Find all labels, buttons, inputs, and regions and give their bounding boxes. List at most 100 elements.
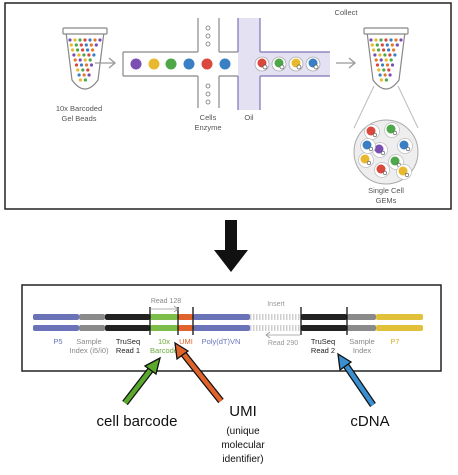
insert-hatch [295,314,297,320]
bead-dot [384,58,388,62]
bead-dot [375,43,379,47]
bead-dot [79,43,83,47]
insert-hatch [289,314,291,320]
cell-dot [205,33,211,39]
bead-dot [84,43,88,47]
bead-dot [374,58,378,62]
bead-dot [92,53,96,57]
gems-label-line1: Single Cell [368,186,404,195]
p5-label: P5 [53,337,62,346]
oil-label: Oil [244,113,254,122]
gems-label-line2: GEMs [376,196,397,205]
bead-dot [370,43,374,47]
insert-hatch [283,325,285,331]
insert-hatch [250,314,252,320]
zoom-gem-cell [368,146,374,152]
insert-label: Insert [267,301,285,308]
insert-hatch [280,325,282,331]
bead-dot [388,53,392,57]
read-strands [33,307,423,335]
bead-dot [89,63,94,67]
bead-dot [77,53,81,57]
bead-dot [378,73,382,77]
gel-bead [165,58,177,70]
zoom-gem-bead [360,154,370,164]
insert-hatch [286,314,288,320]
bead-dot [379,78,383,82]
bead-dot [383,53,387,57]
bead-dot [83,38,87,42]
cell-dot [205,25,211,31]
bead-dot [372,48,376,52]
sample-index-left-line1: Sample [76,337,101,346]
bead-dot [379,38,383,42]
polydt-label: Poly(dT)VN [202,337,241,346]
strand-segment [150,325,178,331]
bead-dot [71,48,75,52]
umi-arrow [174,341,224,404]
cells-label: Cells [200,113,217,122]
strand-segment [33,325,79,331]
zoom-gem-bead [362,140,372,150]
bead-dot [384,38,388,42]
gem-tube [353,27,419,129]
gem-cell [262,64,268,70]
gem-zoom-circle [353,119,419,185]
zoom-gem-cell [382,170,388,176]
umi-segment-label: UMI [179,337,193,346]
bead-dot [83,58,87,62]
zoom-gem-bead [399,140,409,150]
bead-dot [68,38,72,42]
bead-dot [387,68,391,72]
sample-index-right-line2: Index [353,346,372,355]
bead-dot [385,63,390,67]
insert-hatch [250,325,252,331]
cell-dot [205,83,211,89]
bead-dot [388,73,392,77]
bead-dot [88,58,92,62]
strand-segment [105,314,150,320]
zoom-gem-cell [405,146,411,152]
bead-dot [377,48,381,52]
gel-bead-tube [62,27,108,90]
flow-arrow-icon [95,57,117,69]
bead-dot [392,48,396,52]
bead-dot [387,48,391,52]
gem-cell [279,64,285,70]
bead-dot [73,38,77,42]
bead-dot [377,68,381,72]
insert-hatch [268,325,270,331]
gel-bead [130,58,142,70]
p7-label: P7 [390,337,399,346]
bead-dot [378,53,382,57]
bead-dot [379,58,383,62]
bead-dot [382,68,386,72]
bead-dot [383,73,387,77]
umi-desc-line1: (unique [226,426,260,437]
bead-dot [389,58,393,62]
read1-length-label: Read 128 [151,298,181,305]
bead-dot [78,38,82,42]
bead-dot [394,38,398,42]
zoom-gem-bead [398,166,408,176]
insert-hatch [277,325,279,331]
truseq-read1-line2: Read 1 [116,346,140,355]
bead-dot [395,43,399,47]
insert-hatch [268,314,270,320]
insert-hatch [292,325,294,331]
bead-dot [373,53,377,57]
bead-dot [390,43,394,47]
bead-dot [380,63,385,67]
sample-index-right-line1: Sample [349,337,374,346]
umi-desc-line3: identifier) [222,454,263,465]
strand-segment [105,325,150,331]
barcode-label-line1: 10x [158,337,170,346]
zoom-gem-cell [366,160,372,166]
zoom-gem-cell [372,132,378,138]
collect-label: Collect [335,8,359,17]
bead-dot [73,58,77,62]
zoom-gem-bead [376,164,386,174]
truseq-read2-line2: Read 2 [311,346,335,355]
strand-segment [301,325,347,331]
